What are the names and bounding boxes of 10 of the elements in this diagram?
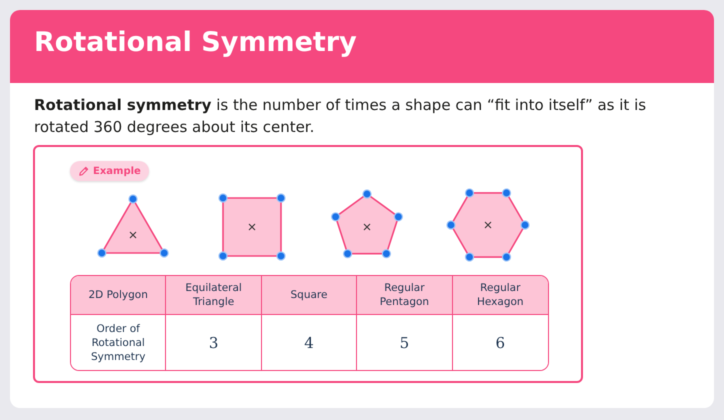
title: Rotational Symmetry	[34, 27, 357, 58]
header-cell: 2D Polygon	[71, 276, 166, 315]
badge-label: Example	[93, 166, 141, 176]
header-cell: Regular Pentagon	[357, 276, 453, 315]
header-cell: Regular Hexagon	[452, 276, 548, 315]
row-header-cell: Order of Rotational Symmetry	[71, 315, 166, 370]
header-cell: Equilateral Triangle	[166, 276, 262, 315]
header-cell: Square	[262, 276, 358, 315]
definition-text: Rotational symmetry is the number of times a shape can “fit into itself” as it is rotated 360 degrees about its center.	[34, 95, 648, 138]
value-cell: 6	[452, 315, 548, 370]
